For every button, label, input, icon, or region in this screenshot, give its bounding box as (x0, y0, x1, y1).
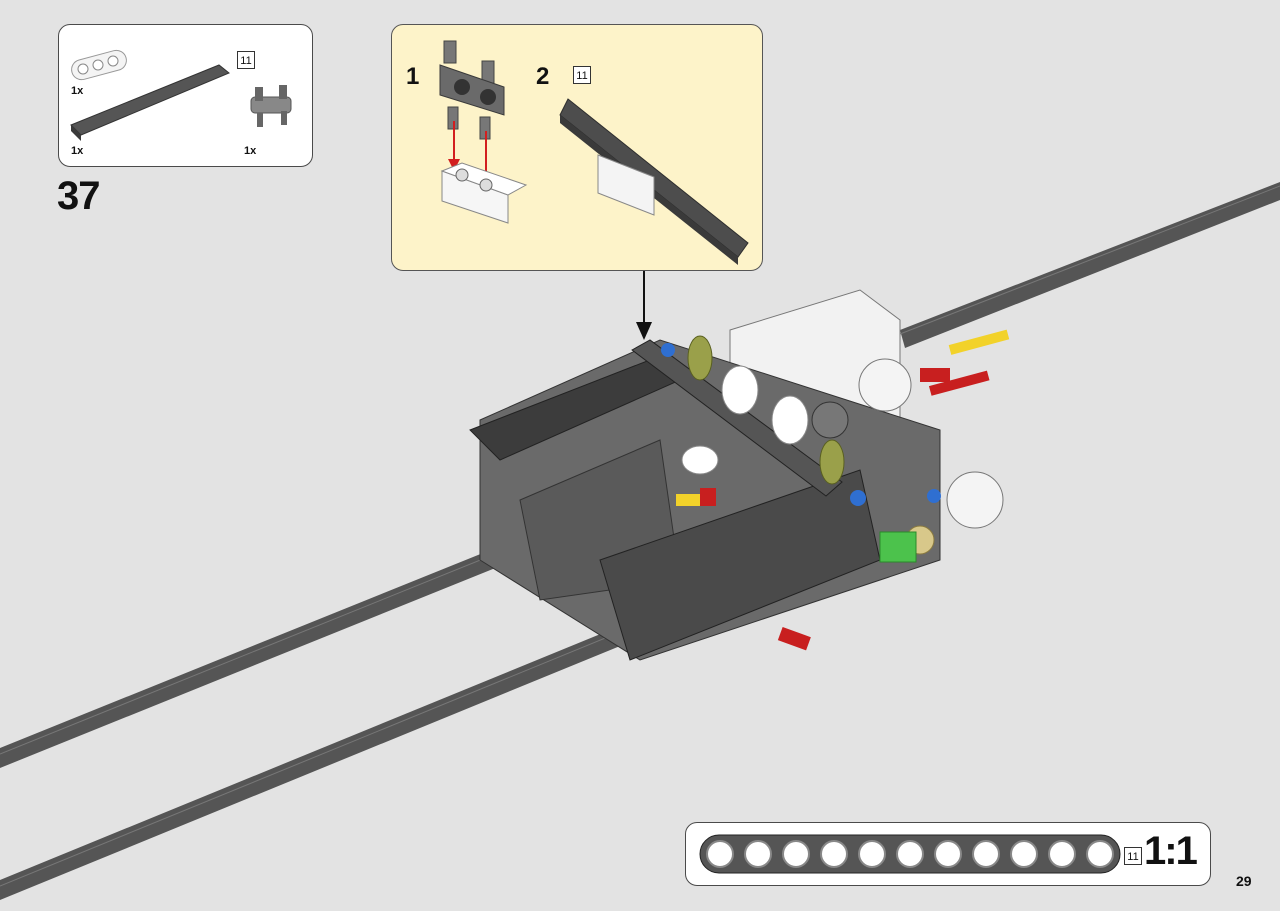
beam-length-badge: 11 (237, 51, 255, 69)
substep-2-length-badge: 11 (573, 66, 591, 84)
dark-beam-part (70, 64, 230, 141)
axle-rods (0, 182, 1280, 900)
substep-2-number: 2 (536, 63, 550, 90)
connector-part (250, 85, 292, 127)
dark-beam-quantity: 1x (71, 145, 84, 157)
subassembly-callout: 1 2 11 (391, 24, 763, 271)
connector-quantity: 1x (244, 145, 257, 157)
colored-pins (661, 329, 1010, 651)
parts-illustration (70, 49, 292, 141)
substep-1-connector (439, 40, 505, 140)
scale-beam (699, 834, 1121, 874)
white-connectors (681, 365, 809, 475)
scale-length-badge: 11 (1124, 847, 1142, 865)
substep-1-white-beam (440, 162, 528, 224)
white-beam-part (71, 49, 127, 81)
page-number: 29 (1236, 873, 1252, 889)
parts-callout: 1x 1x 1x 11 (58, 24, 313, 167)
scale-ruler-panel: 11 1:1 (685, 822, 1211, 886)
substep-2-long-beam (559, 98, 749, 265)
dark-cross-beam (631, 339, 843, 497)
scale-label: 1:1 (1144, 829, 1198, 873)
step-number: 37 (57, 174, 100, 218)
white-beam-quantity: 1x (71, 85, 84, 97)
substep-1-number: 1 (406, 63, 420, 90)
subassembly-illustration (439, 40, 749, 265)
